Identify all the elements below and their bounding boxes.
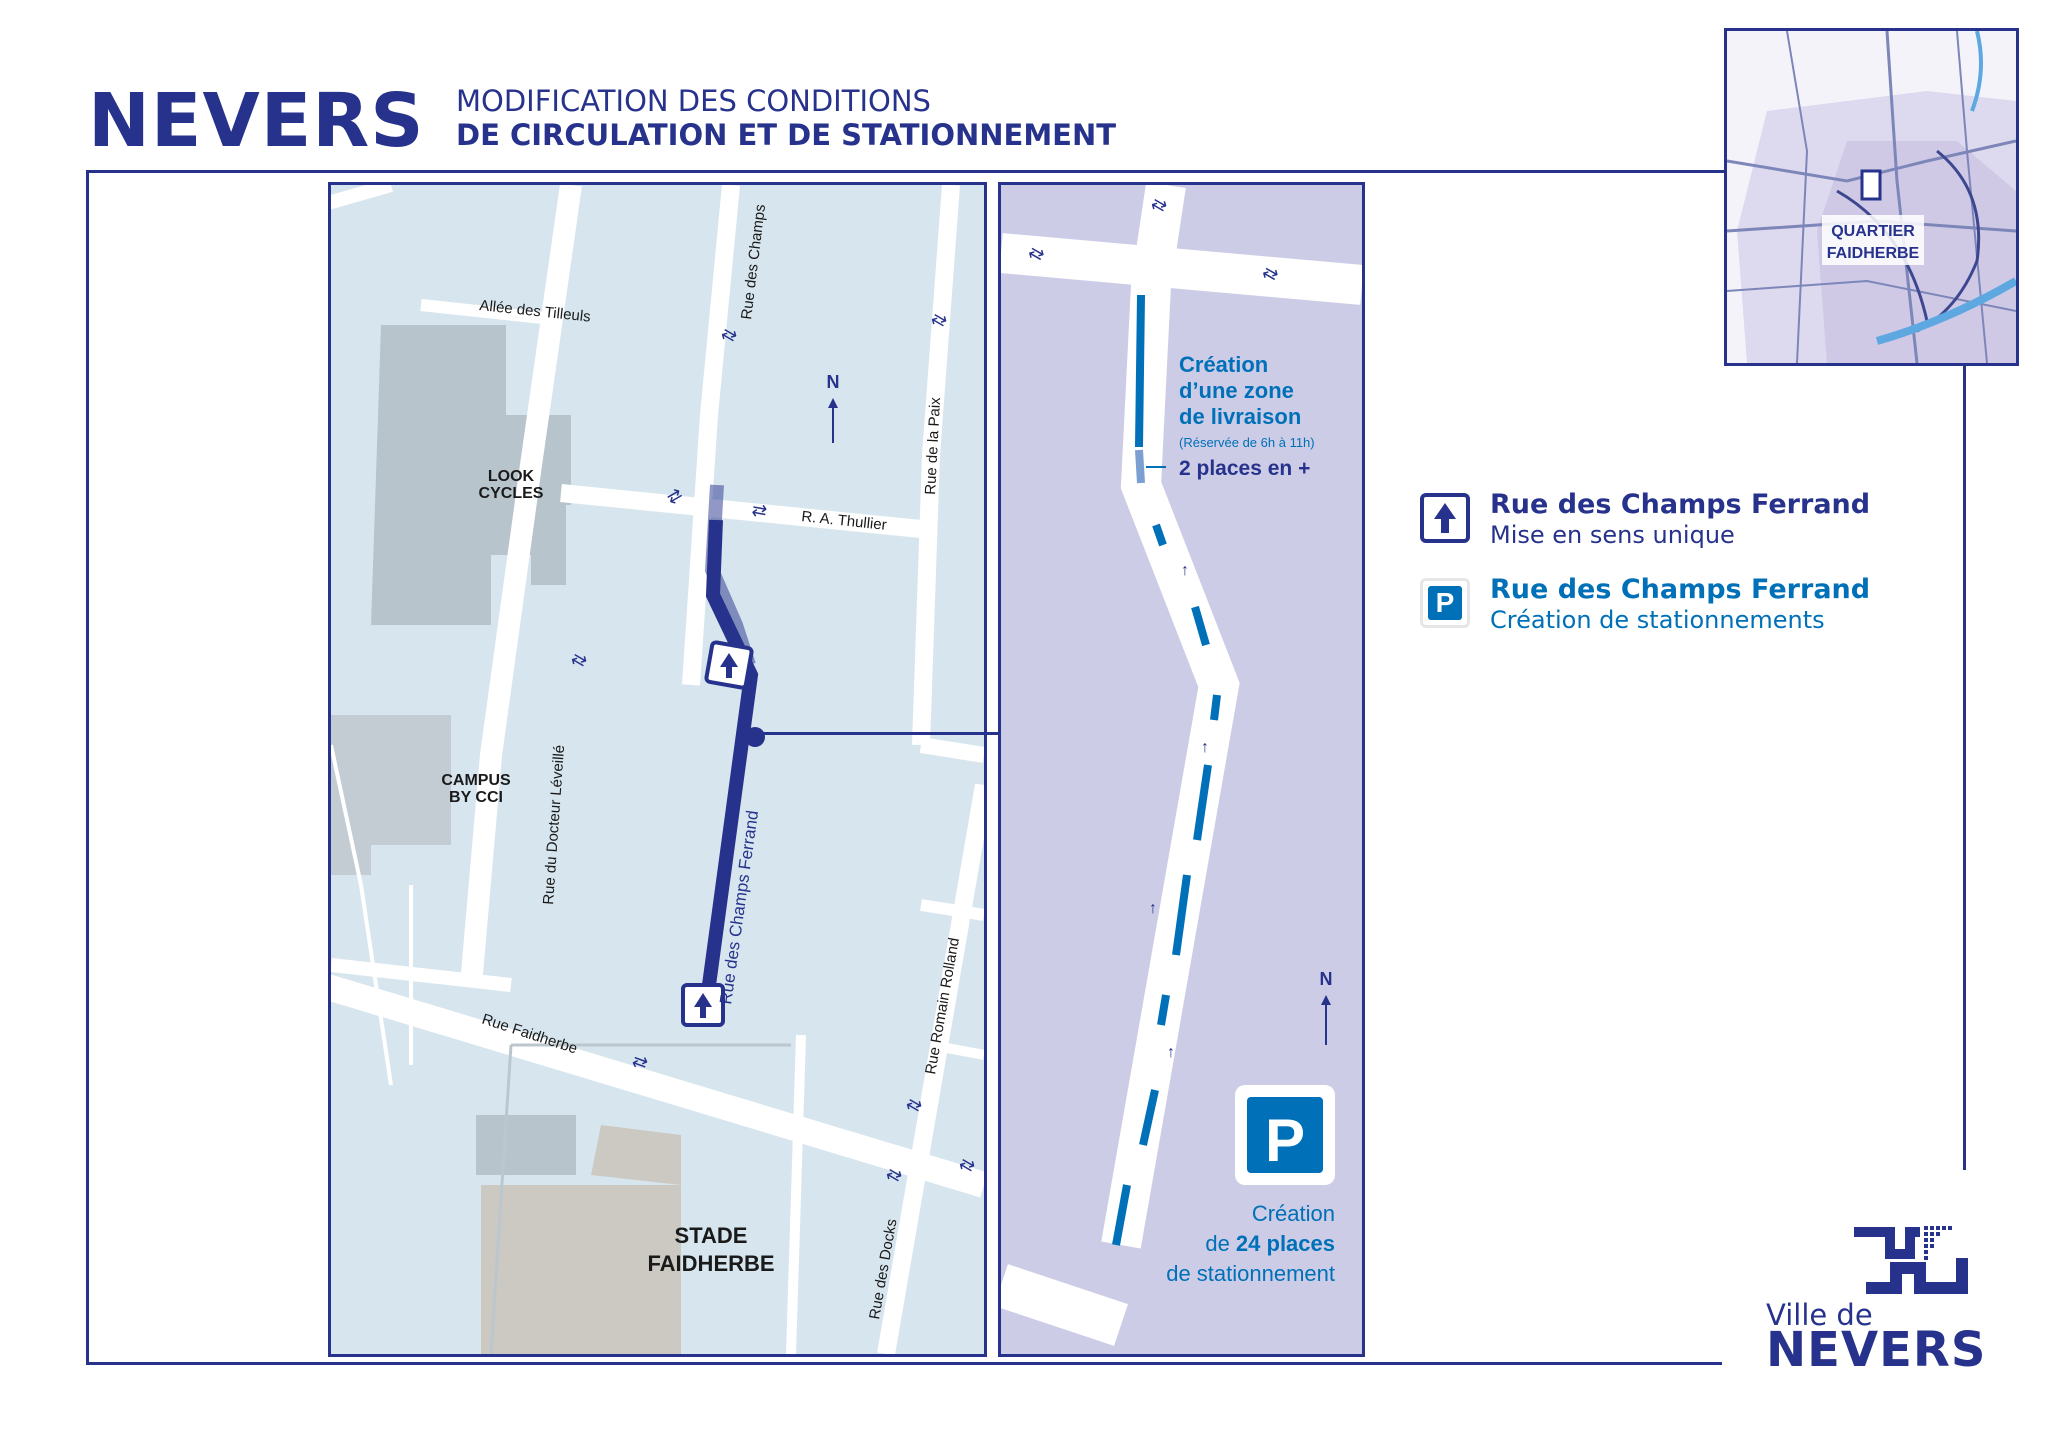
label-campus-1: CAMPUS (441, 772, 511, 789)
delivery-zone-marking (1135, 294, 1145, 448)
svg-text:↑: ↑ (1181, 562, 1189, 579)
svg-text:de stationnement: de stationnement (1166, 1261, 1335, 1286)
svg-text:(Réservée de 6h à 11h): (Réservée de 6h à 11h) (1179, 435, 1315, 450)
svg-text:N: N (827, 372, 840, 392)
inset-label-line-1: QUARTIER (1831, 223, 1915, 240)
svg-text:↑: ↑ (1149, 900, 1157, 917)
subtitle-line-2: DE CIRCULATION ET DE STATIONNEMENT (456, 118, 1117, 152)
label-rue-paix: Rue de la Paix (922, 396, 944, 495)
svg-text:2 places en +: 2 places en + (1179, 457, 1310, 480)
right-map: ↑ ↑ ↑ ↑ ⇅ ⇄ ⇄ Création d’une zone de liv… (998, 182, 1365, 1357)
parking-markings (1112, 523, 1221, 1246)
label-look-cycles-1: LOOK (488, 468, 535, 485)
legend-title-parking: Rue des Champs Ferrand (1490, 574, 1871, 605)
parking-icon: P (1420, 578, 1470, 628)
label-docteur-leveille: Rue du Docteur Léveillé (540, 744, 568, 905)
nevers-logo-mark (1854, 1226, 1968, 1294)
one-way-sign-top (704, 640, 754, 690)
svg-text:P: P (1265, 1107, 1305, 1174)
parking-text: Création de 24 places de stationnement (1166, 1201, 1335, 1286)
inset-map: QUARTIER FAIDHERBE (1724, 28, 2019, 366)
svg-text:Création: Création (1179, 352, 1268, 377)
label-stade-1: STADE (675, 1223, 748, 1248)
city-title: NEVERS (88, 78, 425, 164)
one-way-arrow-icon (1420, 493, 1470, 543)
legend-subtitle-parking: Création de stationnements (1490, 606, 1825, 634)
frame-right (1963, 365, 1966, 1170)
inset-location-marker (1860, 169, 1882, 201)
roads (331, 185, 984, 1354)
svg-text:Création: Création (1252, 1201, 1335, 1226)
logo-text-line-2: NEVERS (1766, 1322, 1987, 1378)
right-map-svg: ↑ ↑ ↑ ↑ ⇅ ⇄ ⇄ Création d’une zone de liv… (1001, 185, 1362, 1346)
svg-text:⇄: ⇄ (750, 499, 768, 521)
callout-connector (758, 732, 1002, 735)
subtitle-line-1: MODIFICATION DES CONDITIONS (456, 84, 931, 118)
frame-left (86, 170, 89, 1365)
legend-title-one-way: Rue des Champs Ferrand (1490, 489, 1871, 520)
right-roads (1001, 185, 1362, 1346)
svg-text:↑: ↑ (1167, 1044, 1175, 1061)
frame-bottom (86, 1362, 1722, 1365)
legend-subtitle-one-way: Mise en sens unique (1490, 521, 1735, 549)
svg-text:⇄: ⇄ (630, 1050, 651, 1074)
one-way-street-highlight (702, 519, 759, 986)
left-map: ⇅ ⇅ ⇄ ⇄ ⇅ ⇄ ⇅ ⇅ ⇅ Allée des Tilleuls Rue… (328, 182, 987, 1357)
label-campus-2: BY CCI (449, 789, 503, 806)
two-way-arrows: ⇅ ⇅ ⇄ ⇄ ⇅ ⇄ ⇅ ⇅ ⇅ (567, 309, 980, 1187)
callout-dot (745, 727, 765, 747)
frame-top-left (86, 170, 1726, 173)
buildings (331, 325, 681, 1354)
page-subtitle: MODIFICATION DES CONDITIONS DE CIRCULATI… (456, 84, 1116, 152)
svg-text:de livraison: de livraison (1179, 404, 1301, 429)
logo-text-line-1: Ville de (1766, 1298, 1873, 1332)
one-way-sign-bottom (681, 983, 725, 1027)
north-arrow-left: N (827, 372, 840, 443)
svg-text:↑: ↑ (1201, 739, 1209, 756)
label-look-cycles-2: CYCLES (479, 485, 544, 502)
inset-map-svg: QUARTIER FAIDHERBE (1727, 31, 2016, 363)
svg-text:N: N (1320, 969, 1333, 989)
svg-text:⇅: ⇅ (567, 649, 592, 672)
label-stade-2: FAIDHERBE (647, 1251, 774, 1276)
left-map-svg: ⇅ ⇅ ⇄ ⇄ ⇅ ⇄ ⇅ ⇅ ⇅ Allée des Tilleuls Rue… (331, 185, 984, 1354)
inset-label-line-2: FAIDHERBE (1827, 245, 1920, 262)
parking-sign: P (1235, 1085, 1335, 1185)
label-champs-top: Rue des Champs (738, 203, 769, 320)
svg-text:de 24 places: de 24 places (1205, 1231, 1335, 1256)
svg-text:d’une zone: d’une zone (1179, 378, 1294, 403)
north-arrow-right: N (1320, 969, 1333, 1045)
right-arrows: ↑ ↑ ↑ ↑ (1149, 562, 1209, 1061)
delivery-text: Création d’une zone de livraison (Réserv… (1179, 352, 1315, 480)
